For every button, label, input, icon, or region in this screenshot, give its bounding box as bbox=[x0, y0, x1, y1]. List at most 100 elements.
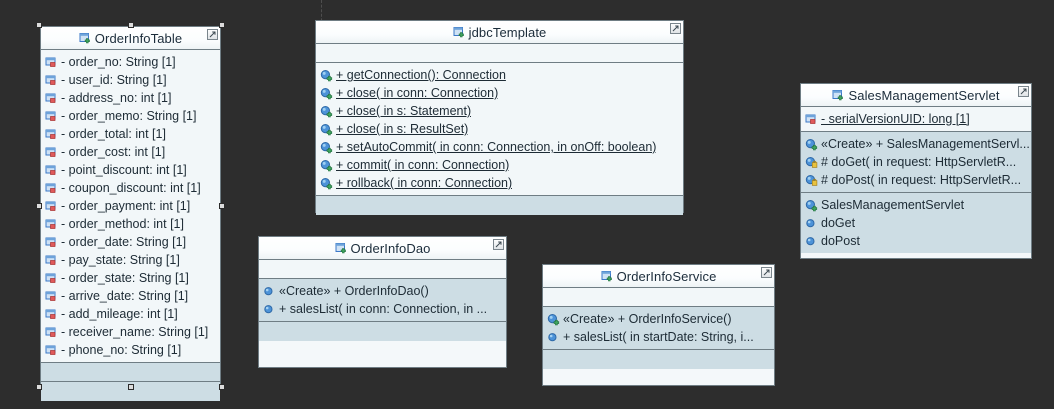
class-member[interactable]: + getConnection(): Connection bbox=[316, 66, 683, 84]
class-title-bar[interactable]: OrderInfoTable bbox=[41, 27, 220, 50]
selection-handle[interactable] bbox=[36, 203, 42, 209]
member-label: + close( in s: ResultSet) bbox=[336, 122, 469, 136]
class-member[interactable]: «Create» + OrderInfoDao() bbox=[259, 282, 506, 300]
class-member[interactable]: - address_no: int [1] bbox=[41, 89, 220, 107]
class-title-bar[interactable]: OrderInfoDao bbox=[259, 237, 506, 260]
uml-class-jdbcTemplate[interactable]: jdbcTemplate + getConnection(): Connecti… bbox=[315, 20, 684, 215]
compartment-operations[interactable]: + getConnection(): Connection + close( i… bbox=[316, 63, 683, 196]
member-label: + salesList( in conn: Connection, in ... bbox=[279, 302, 488, 316]
selection-handle[interactable] bbox=[127, 384, 134, 390]
class-member[interactable]: - order_date: String [1] bbox=[41, 233, 220, 251]
member-label: + rollback( in conn: Connection) bbox=[336, 176, 513, 190]
expand-icon[interactable] bbox=[493, 239, 504, 250]
class-member[interactable]: - arrive_date: String [1] bbox=[41, 287, 220, 305]
compartment-operations[interactable]: «Create» + SalesManagementServl... # doG… bbox=[801, 132, 1031, 193]
class-member[interactable]: - phone_no: String [1] bbox=[41, 341, 220, 359]
class-member[interactable]: - serialVersionUID: long [1] bbox=[801, 110, 1031, 128]
attribute-icon bbox=[45, 164, 58, 177]
attribute-icon bbox=[45, 74, 58, 87]
attribute-icon bbox=[45, 308, 58, 321]
compartment-attributes[interactable]: - serialVersionUID: long [1] bbox=[801, 107, 1031, 132]
class-member[interactable]: - order_no: String [1] bbox=[41, 53, 220, 71]
class-member[interactable]: - order_method: int [1] bbox=[41, 215, 220, 233]
uml-class-SalesManagementServlet[interactable]: SalesManagementServlet - serialVersionUI… bbox=[800, 83, 1032, 259]
class-member[interactable]: doPost bbox=[801, 232, 1031, 250]
compartment-attributes[interactable] bbox=[543, 288, 774, 307]
compartment-operations[interactable]: «Create» + OrderInfoService() + salesLis… bbox=[543, 307, 774, 350]
class-member[interactable]: - order_cost: int [1] bbox=[41, 143, 220, 161]
class-member[interactable]: «Create» + OrderInfoService() bbox=[543, 310, 774, 328]
class-member[interactable]: - add_mileage: int [1] bbox=[41, 305, 220, 323]
class-member[interactable]: - coupon_discount: int [1] bbox=[41, 179, 220, 197]
compartment-inner[interactable] bbox=[259, 322, 506, 341]
class-member[interactable]: - order_total: int [1] bbox=[41, 125, 220, 143]
compartment-operations[interactable]: «Create» + OrderInfoDao() + salesList( i… bbox=[259, 279, 506, 322]
selection-handle[interactable] bbox=[36, 22, 42, 28]
selection-handle[interactable] bbox=[36, 384, 42, 390]
class-title-bar[interactable]: jdbcTemplate bbox=[316, 21, 683, 44]
class-member[interactable]: - user_id: String [1] bbox=[41, 71, 220, 89]
member-label: + setAutoCommit( in conn: Connection, in… bbox=[336, 140, 657, 154]
class-member[interactable]: # doGet( in request: HttpServletR... bbox=[801, 153, 1031, 171]
compartment-attributes[interactable]: - order_no: String [1] - user_id: String… bbox=[41, 50, 220, 363]
selection-handle[interactable] bbox=[219, 384, 225, 390]
compartment-inner[interactable]: SalesManagementServlet doGet doPost bbox=[801, 193, 1031, 253]
dot-icon bbox=[805, 217, 818, 230]
expand-icon[interactable] bbox=[670, 23, 681, 34]
method-icon bbox=[320, 105, 333, 118]
compartment-inner[interactable] bbox=[316, 196, 683, 215]
member-label: - add_mileage: int [1] bbox=[61, 307, 178, 321]
class-member[interactable]: - point_discount: int [1] bbox=[41, 161, 220, 179]
class-member[interactable]: # doPost( in request: HttpServletR... bbox=[801, 171, 1031, 189]
class-member[interactable]: + close( in s: Statement) bbox=[316, 102, 683, 120]
dot-icon bbox=[547, 331, 560, 344]
expand-icon[interactable] bbox=[207, 29, 218, 40]
class-member[interactable]: - order_payment: int [1] bbox=[41, 197, 220, 215]
uml-class-OrderInfoDao[interactable]: OrderInfoDao «Create» + OrderInfoDao() +… bbox=[258, 236, 507, 368]
member-label: - user_id: String [1] bbox=[61, 73, 167, 87]
method-icon bbox=[320, 141, 333, 154]
compartment-inner[interactable] bbox=[41, 382, 220, 401]
member-label: «Create» + OrderInfoDao() bbox=[279, 284, 429, 298]
class-member[interactable]: - order_state: String [1] bbox=[41, 269, 220, 287]
compartment-operations[interactable] bbox=[41, 363, 220, 382]
compartment-inner[interactable] bbox=[543, 350, 774, 369]
compartment-attributes[interactable] bbox=[316, 44, 683, 63]
class-member[interactable]: + commit( in conn: Connection) bbox=[316, 156, 683, 174]
class-member[interactable]: + close( in s: ResultSet) bbox=[316, 120, 683, 138]
class-member[interactable]: + salesList( in startDate: String, i... bbox=[543, 328, 774, 346]
uml-class-OrderInfoService[interactable]: OrderInfoService «Create» + OrderInfoSer… bbox=[542, 264, 775, 386]
member-label: + salesList( in startDate: String, i... bbox=[563, 330, 754, 344]
class-member[interactable]: + setAutoCommit( in conn: Connection, in… bbox=[316, 138, 683, 156]
class-title-bar[interactable]: SalesManagementServlet bbox=[801, 84, 1031, 107]
class-name-label: OrderInfoTable bbox=[94, 30, 183, 46]
selection-handle[interactable] bbox=[127, 22, 134, 28]
class-member[interactable]: + close( in conn: Connection) bbox=[316, 84, 683, 102]
member-label: - coupon_discount: int [1] bbox=[61, 181, 201, 195]
selection-handle[interactable] bbox=[219, 203, 225, 209]
expand-icon[interactable] bbox=[761, 267, 772, 278]
compartment-attributes[interactable] bbox=[259, 260, 506, 279]
class-member[interactable]: - pay_state: String [1] bbox=[41, 251, 220, 269]
class-member[interactable]: + salesList( in conn: Connection, in ... bbox=[259, 300, 506, 318]
attribute-icon bbox=[45, 236, 58, 249]
uml-class-OrderInfoTable[interactable]: OrderInfoTable - order_no: String [1] - … bbox=[40, 26, 221, 401]
expand-icon[interactable] bbox=[1018, 86, 1029, 97]
class-icon bbox=[601, 270, 614, 283]
selection-handle[interactable] bbox=[219, 22, 225, 28]
class-member[interactable]: doGet bbox=[801, 214, 1031, 232]
class-member[interactable]: + rollback( in conn: Connection) bbox=[316, 174, 683, 192]
member-label: - receiver_name: String [1] bbox=[61, 325, 209, 339]
class-member[interactable]: «Create» + SalesManagementServl... bbox=[801, 135, 1031, 153]
attribute-icon bbox=[45, 128, 58, 141]
method-icon bbox=[320, 69, 333, 82]
class-icon bbox=[335, 242, 348, 255]
class-title-bar[interactable]: OrderInfoService bbox=[543, 265, 774, 288]
method-icon bbox=[805, 138, 818, 151]
class-member[interactable]: - order_memo: String [1] bbox=[41, 107, 220, 125]
class-member[interactable]: SalesManagementServlet bbox=[801, 196, 1031, 214]
member-label: - order_memo: String [1] bbox=[61, 109, 197, 123]
member-label: + commit( in conn: Connection) bbox=[336, 158, 510, 172]
class-member[interactable]: - receiver_name: String [1] bbox=[41, 323, 220, 341]
